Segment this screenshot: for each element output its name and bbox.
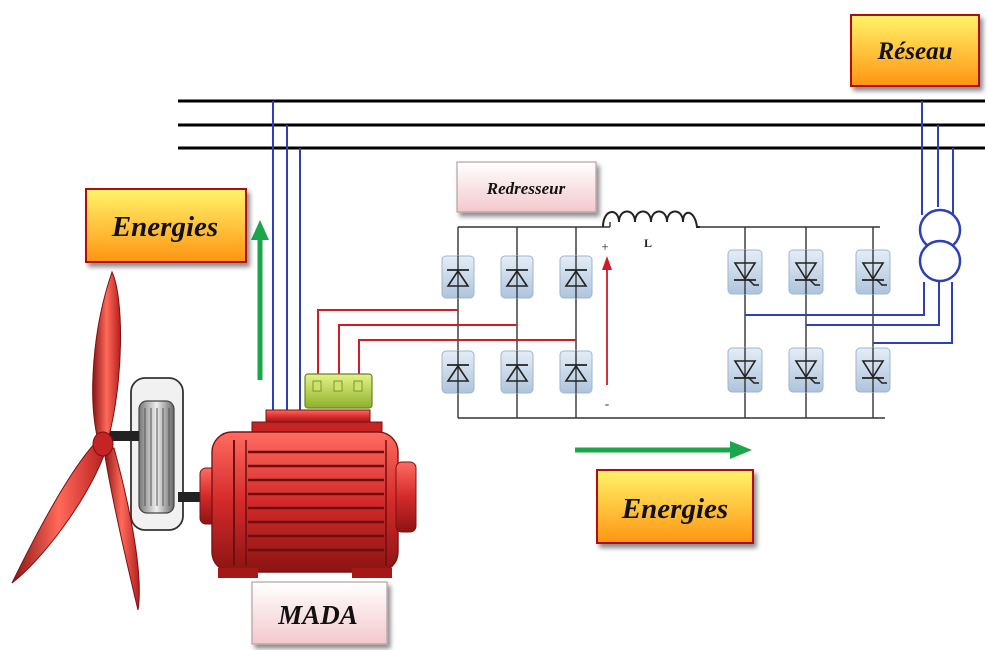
energies-left-label: Energies xyxy=(111,211,218,243)
rotor-connection xyxy=(317,309,576,378)
thyristor-icon xyxy=(788,249,824,295)
diode-icon xyxy=(500,255,534,299)
diode-icon xyxy=(559,255,593,299)
diode-icon xyxy=(500,350,534,394)
thyristor-icon xyxy=(855,249,891,295)
inverter-ac-lines xyxy=(745,282,953,344)
energies-bottom-box: Energies xyxy=(596,469,754,544)
energy-arrow-up xyxy=(251,220,269,380)
inductor-icon: L xyxy=(602,210,700,250)
mada-label: MADA xyxy=(277,600,358,630)
grid-bus xyxy=(178,99,985,150)
transformer-icon xyxy=(918,208,962,283)
diode-icon xyxy=(559,350,593,394)
diode-icon xyxy=(441,255,475,299)
inductor-label: L xyxy=(644,236,652,250)
reseau-label-box: Réseau xyxy=(850,14,980,87)
mada-box: MADA xyxy=(251,581,388,645)
diode-icon xyxy=(441,350,475,394)
minus-sign: - xyxy=(605,396,609,411)
stator-connection xyxy=(272,101,301,412)
reseau-label: Réseau xyxy=(877,38,953,65)
wind-turbine-icon xyxy=(11,270,208,611)
thyristor-icon xyxy=(788,347,824,393)
thyristor-icon xyxy=(727,249,763,295)
energies-bottom-label: Energies xyxy=(621,493,728,525)
plus-sign: + xyxy=(601,239,608,254)
induction-machine-icon xyxy=(199,373,417,578)
energy-arrow-right xyxy=(575,441,752,459)
redresseur-label: Redresseur xyxy=(486,179,566,198)
dc-voltage-arrow: + - xyxy=(601,239,612,411)
thyristor-icon xyxy=(727,347,763,393)
inverter-thyristors xyxy=(727,249,891,393)
transformer-grid-lines xyxy=(921,101,954,215)
redresseur-box: Redresseur xyxy=(456,161,597,213)
thyristor-icon xyxy=(855,347,891,393)
energies-left-box: Energies xyxy=(85,188,247,263)
